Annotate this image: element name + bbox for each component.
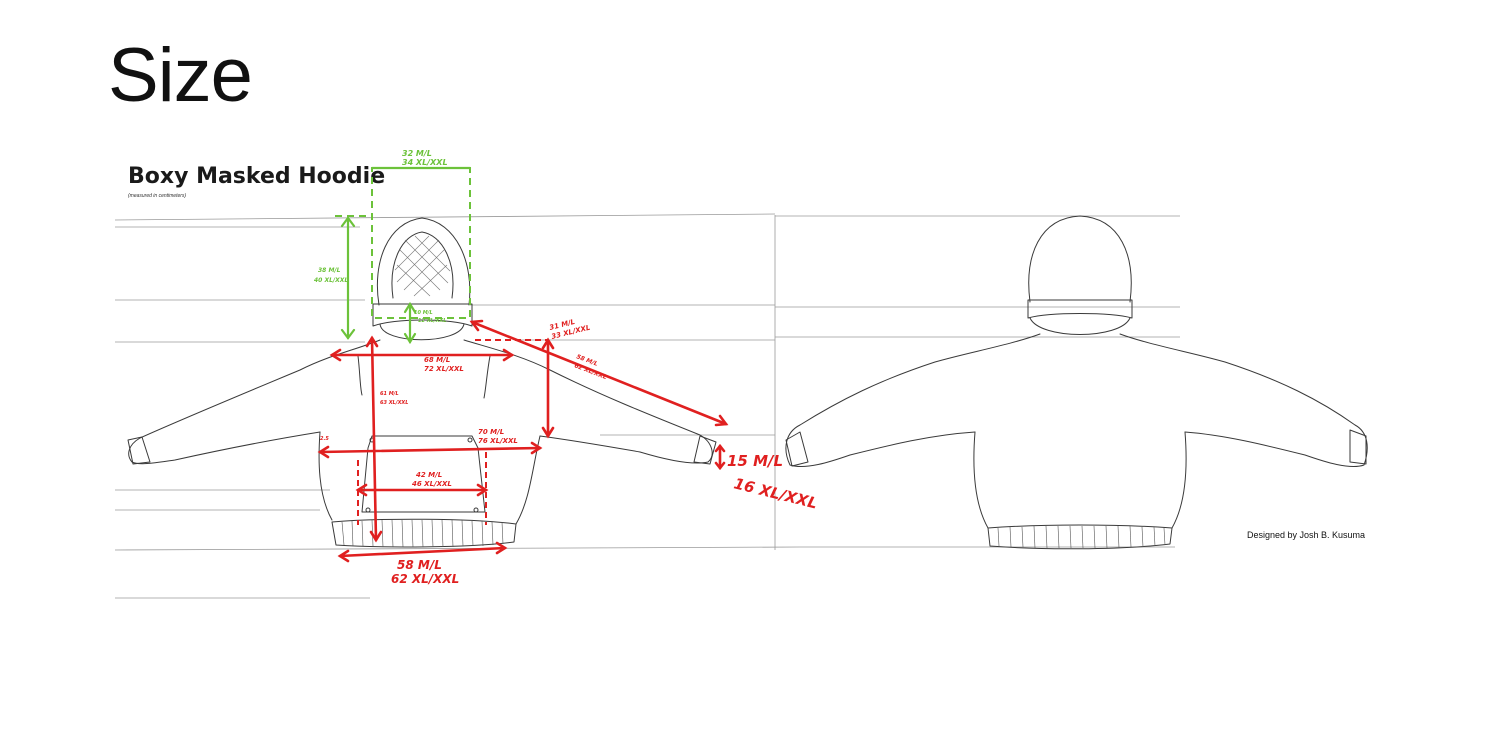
body-measurements: 68 M/L 72 XL/XXL 61 M/L 63 XL/XXL 58 M/L…	[317, 318, 819, 586]
hood-mesh-pattern	[394, 235, 451, 297]
sketch-guide-lines	[114, 213, 1180, 599]
back-hem-ribbing	[997, 525, 1166, 549]
body-length-arrow	[370, 336, 378, 542]
sleeve-arrow	[470, 320, 728, 426]
designer-credit: Designed by Josh B. Kusuma	[1247, 530, 1366, 540]
measurement-unit-note: (measured in centimeters)	[128, 193, 187, 199]
across-top-ml-label: 68 M/L	[424, 356, 450, 364]
hood-height-xl-label: 40 XL/XXL	[314, 277, 348, 284]
chest-ml-label: 70 M/L	[478, 428, 504, 436]
small-measure-label: 2.5	[320, 436, 329, 442]
hoodie-front-view	[127, 217, 717, 548]
hem-width-ml-label: 58 M/L	[397, 558, 442, 572]
hood-measurements: 32 M/L 34 XL/XXL 38 M/L 40 XL/XXL 10 M/L…	[314, 149, 472, 345]
cuff-ml-label: 15 M/L	[727, 452, 783, 470]
chest-xl-label: 76 XL/XXL	[478, 437, 518, 445]
garment-title: Boxy Masked Hoodie	[128, 164, 386, 189]
body-length-xl-label: 63 XL/XXL	[380, 400, 408, 406]
pocket-width-ml-label: 42 M/L	[416, 471, 442, 479]
hood-height-ml-label: 38 M/L	[318, 267, 341, 274]
hood-width-ml-label: 32 M/L	[402, 149, 432, 158]
hem-width-arrow	[338, 546, 507, 558]
cuff-xl-label: 16 XL/XXL	[732, 474, 819, 512]
hoodie-back-view	[785, 215, 1368, 550]
across-top-xl-label: 72 XL/XXL	[424, 365, 464, 373]
mask-height-xl-label: 12 XL/XXL	[418, 318, 446, 324]
body-length-ml-label: 61 M/L	[380, 391, 399, 397]
chest-arrow	[318, 446, 542, 454]
hood-width-xl-label: 34 XL/XXL	[402, 158, 448, 167]
hem-width-xl-label: 62 XL/XXL	[391, 572, 459, 586]
page-title: Size	[108, 33, 253, 118]
mask-height-ml-label: 10 M/L	[414, 310, 433, 316]
pocket-width-xl-label: 46 XL/XXL	[412, 480, 452, 488]
hem-ribbing	[341, 519, 504, 548]
